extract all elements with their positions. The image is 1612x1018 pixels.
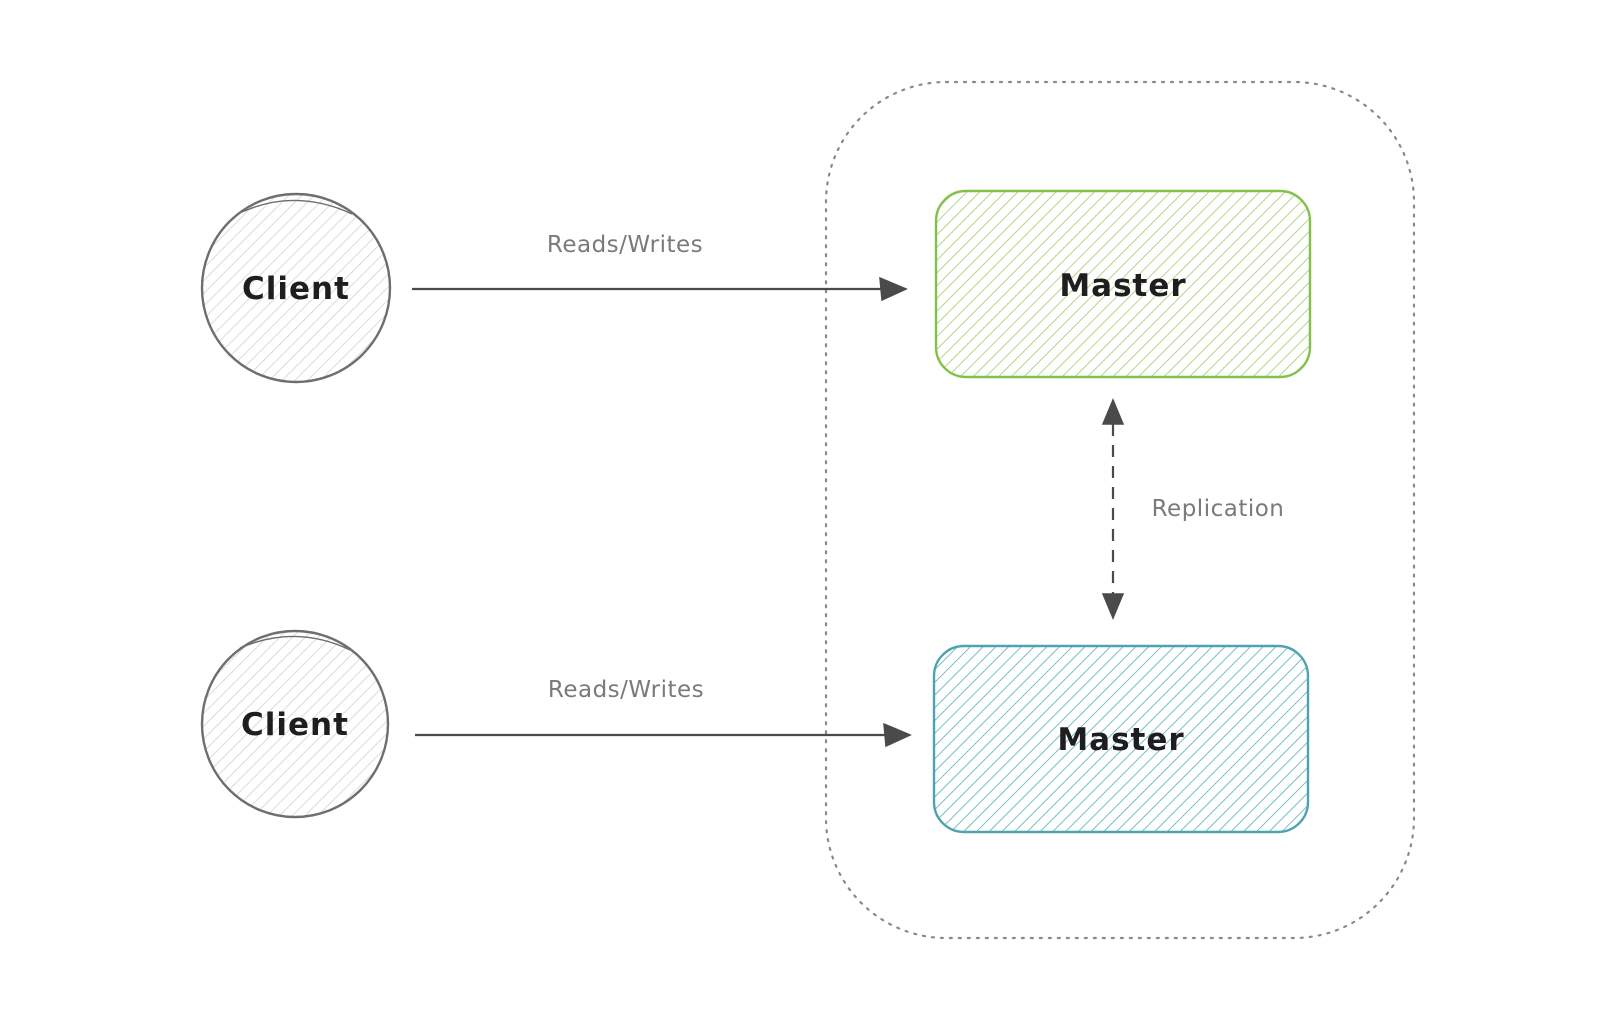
arrow-bottom-head	[883, 722, 912, 748]
client-bottom-label: Client	[241, 707, 349, 743]
replication-head-up	[1101, 398, 1125, 425]
client-top-label: Client	[242, 271, 350, 307]
reads-writes-arrow-top[interactable]: Reads/Writes	[412, 232, 908, 302]
arrow-top-head	[879, 276, 908, 302]
arrow-top-label: Reads/Writes	[547, 232, 703, 258]
master-group-boundary	[824, 80, 1416, 940]
client-bottom-outline	[200, 629, 390, 819]
client-top-sketch-stroke	[241, 199, 353, 215]
replication-arrow[interactable]: Replication	[1101, 398, 1285, 620]
replication-label: Replication	[1152, 496, 1285, 522]
master-top-label: Master	[1059, 268, 1186, 304]
client-bottom-sketch-stroke	[239, 635, 351, 651]
master-bottom-outline	[932, 644, 1310, 834]
arrow-bottom-label: Reads/Writes	[548, 677, 704, 703]
master-top-outline	[934, 189, 1312, 379]
master-bottom-label: Master	[1057, 722, 1184, 758]
replication-head-down	[1101, 593, 1125, 620]
client-node-top[interactable]: Client	[200, 192, 392, 384]
master-node-top[interactable]: Master	[934, 189, 1312, 379]
master-node-bottom[interactable]: Master	[932, 644, 1310, 834]
client-top-outline	[200, 192, 392, 384]
reads-writes-arrow-bottom[interactable]: Reads/Writes	[415, 677, 912, 748]
client-node-bottom[interactable]: Client	[200, 629, 390, 819]
